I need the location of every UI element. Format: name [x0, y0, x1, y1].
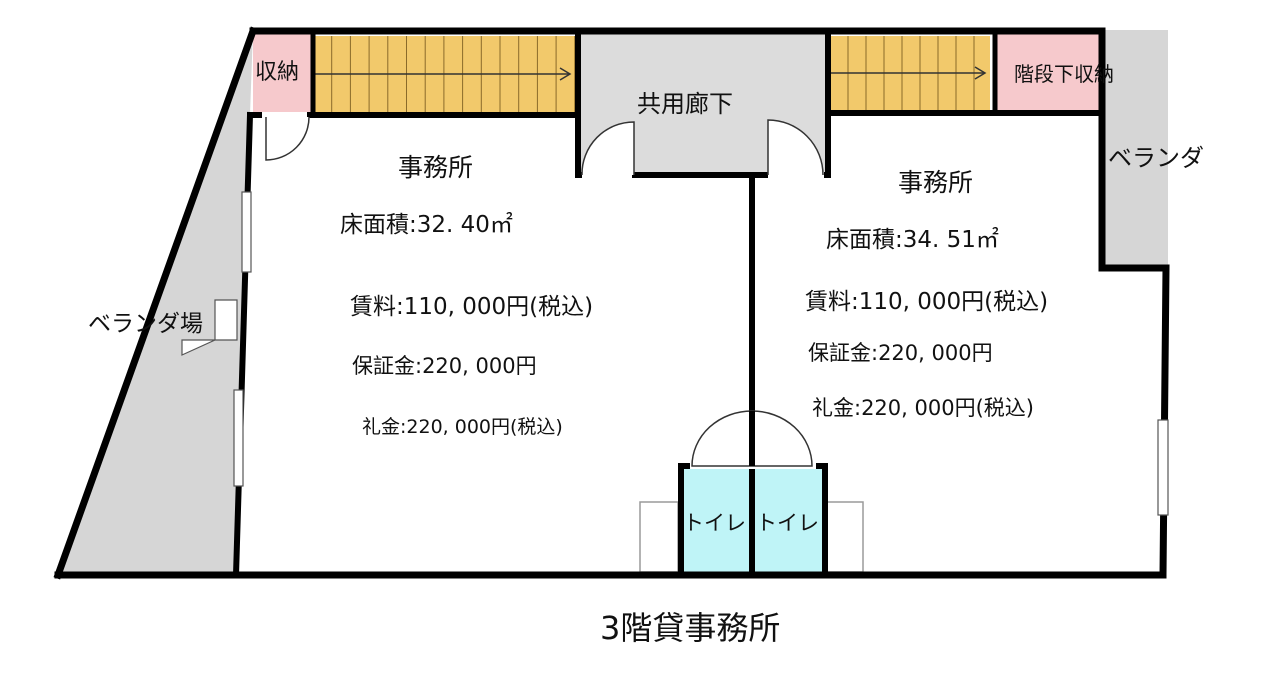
doors	[181, 112, 824, 469]
toilet-2-label: トイレ	[756, 511, 819, 535]
storage-label: 収納	[255, 60, 300, 85]
toilet-fixture-right	[824, 501, 864, 573]
office-1-rent: 賃料:110, 000円(税込)	[350, 294, 594, 320]
corridor-label: 共用廊下	[637, 90, 733, 118]
toilet-2-area	[755, 466, 823, 574]
toilet-fixture-left	[639, 501, 679, 573]
office-2-name: 事務所	[898, 168, 974, 197]
windows	[233, 191, 1169, 516]
stairs-left	[313, 36, 576, 112]
toilet-1-area	[683, 466, 751, 574]
stairs-right	[830, 36, 990, 110]
office-2-rent: 賃料:110, 000円(税込)	[805, 289, 1049, 315]
veranda-label: ベランダ	[1108, 144, 1204, 172]
storage-area	[253, 33, 313, 115]
office-2-key-money: 礼金:220, 000円(税込)	[812, 396, 1034, 420]
office-1-key-money: 礼金:220, 000円(税込)	[362, 416, 563, 438]
office-1-floor-area: 床面積:32. 40㎡	[340, 212, 513, 238]
office-1-name: 事務所	[398, 153, 474, 182]
plan-title: 3階貸事務所	[600, 609, 781, 647]
office-2-deposit: 保証金:220, 000円	[808, 341, 993, 365]
toilet-1-label: トイレ	[683, 511, 746, 535]
right-veranda-area	[1102, 30, 1168, 268]
office-1-deposit: 保証金:220, 000円	[352, 354, 537, 378]
under-stair-storage-label: 階段下収納	[1014, 62, 1114, 86]
veranda-place-label: ベランダ場	[88, 311, 203, 337]
office-2-floor-area: 床面積:34. 51㎡	[826, 227, 999, 253]
under-stair-storage-area	[995, 33, 1100, 113]
